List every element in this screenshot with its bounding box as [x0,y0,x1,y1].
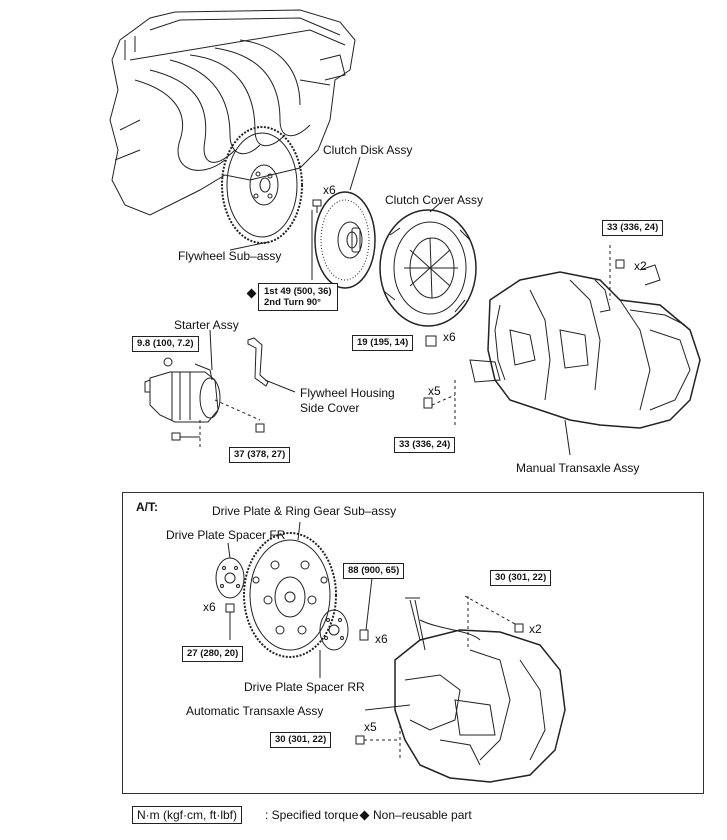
label-spacer-rr: Drive Plate Spacer RR [244,680,365,694]
housing-cover-drawing [247,337,296,393]
legend-unit-box: N·m (kgf·cm, ft·lbf) [132,806,242,824]
starter-drawing [144,329,265,450]
multiplier-x5-at: x5 [364,720,377,734]
torque-30-top: 30 (301, 22) [490,570,552,586]
label-clutch-disk: Clutch Disk Assy [323,143,413,157]
label-housing-cover-1: Flywheel Housing [300,386,395,400]
multiplier-x5-mt: x5 [428,384,441,398]
label-housing-cover-2: Side Cover [300,401,360,415]
legend-specified-torque: : Specified torque [265,808,359,822]
multiplier-x6-flywheel: x6 [323,183,336,197]
torque-33-bottom: 33 (336, 24) [394,437,456,453]
multiplier-x6-spacer: x6 [203,600,216,614]
label-starter: Starter Assy [174,318,239,332]
manual-transaxle-drawing [423,245,701,456]
torque-30-bottom: 30 (301, 22) [270,732,332,748]
flywheel-drawing [221,126,303,251]
label-spacer-fr: Drive Plate Spacer FR [166,528,286,542]
spacer-fr-drawing [215,542,245,599]
legend-non-reusable: Non–reusable part [373,808,472,822]
torque-9-8: 9.8 (100, 7.2) [132,336,199,352]
torque-88: 88 (900, 65) [343,563,405,579]
label-flywheel: Flywheel Sub–assy [178,249,282,263]
torque-33-top: 33 (336, 24) [602,220,664,236]
multiplier-x6-plate: x6 [375,632,388,646]
multiplier-x6-cover: x6 [443,330,456,344]
label-drive-plate: Drive Plate & Ring Gear Sub–assy [212,504,397,518]
flywheel-bolt-drawing [311,199,322,280]
torque-flywheel-line2: 2nd Turn 90° [264,297,321,308]
torque-37: 37 (378, 27) [229,447,291,463]
torque-19: 19 (195, 14) [352,335,414,351]
label-auto-transaxle: Automatic Transaxle Assy [186,704,324,718]
clutch-cover-drawing [379,202,477,327]
spacer-rr-drawing [319,609,349,678]
label-manual-transaxle: Manual Transaxle Assy [516,461,640,475]
label-clutch-cover: Clutch Cover Assy [385,193,484,207]
torque-flywheel-bolt: 1st 49 (500, 36) 2nd Turn 90° [258,283,338,311]
torque-27: 27 (280, 20) [182,646,244,662]
drive-plate-drawing [243,521,337,658]
multiplier-x2-top: x2 [634,259,647,273]
automatic-transaxle-drawing [355,595,566,783]
multiplier-x2-at: x2 [529,622,542,636]
clutch-disk-drawing [314,156,376,289]
at-section-title: A/T: [136,500,158,514]
torque-flywheel-line1: 1st 49 (500, 36) [264,286,332,297]
at-section-frame [122,492,704,794]
engine-block-drawing [109,9,356,216]
